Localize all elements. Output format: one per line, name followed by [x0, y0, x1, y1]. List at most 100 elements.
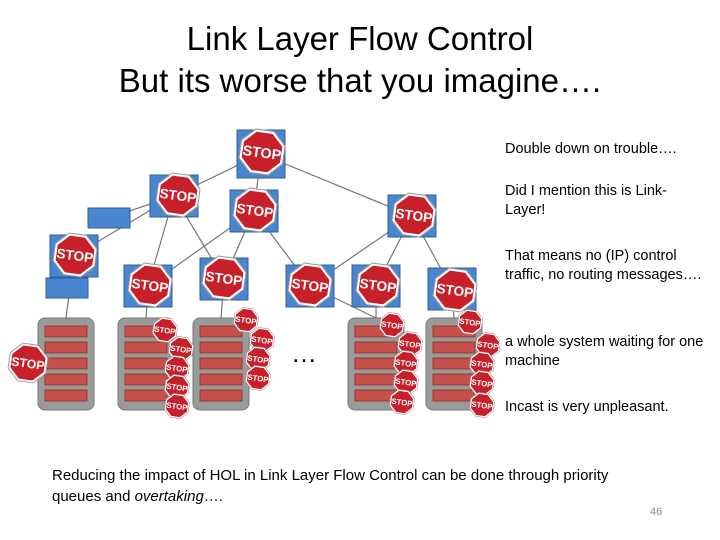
stop-sign-label: STOP: [395, 358, 417, 370]
stop-sign-icon: STOP: [163, 354, 191, 382]
stop-sign-icon: STOP: [50, 230, 100, 280]
stop-sign-icon: STOP: [248, 326, 276, 354]
stop-sign-label: STOP: [236, 201, 275, 221]
server-rack: [192, 317, 250, 411]
bullet-1: Double down on trouble….: [505, 141, 677, 157]
stop-sign-icon: STOP: [199, 253, 249, 303]
stop-sign-label: STOP: [166, 401, 188, 413]
stop-sign-label: STOP: [205, 269, 244, 289]
stop-sign-label: STOP: [395, 206, 434, 226]
stop-sign-label: STOP: [477, 340, 499, 352]
slide-title: Link Layer Flow Control But its worse th…: [0, 18, 720, 102]
server-unit: [354, 357, 398, 370]
stop-sign-icon: STOP: [396, 330, 424, 358]
server-unit: [124, 341, 168, 354]
server-rack: [347, 317, 405, 411]
bullet-2: Did I mention this is Link-Layer!: [505, 183, 667, 218]
stop-sign-label: STOP: [381, 320, 403, 332]
stop-sign-icon: STOP: [163, 392, 191, 420]
stop-sign-icon: STOP: [468, 369, 496, 397]
server-unit: [432, 341, 476, 354]
stop-sign-icon: STOP: [125, 260, 175, 310]
bullet-3: That means no (IP) control traffic, no r…: [505, 248, 702, 283]
server-unit: [354, 373, 398, 386]
footer-note: Reducing the impact of HOL in Link Layer…: [52, 465, 652, 507]
server-unit: [199, 341, 243, 354]
stop-sign-label: STOP: [436, 281, 475, 301]
server-rack: [37, 317, 95, 411]
server-unit: [44, 325, 88, 338]
server-unit: [432, 357, 476, 370]
server-unit: [199, 325, 243, 338]
stop-sign-label: STOP: [291, 276, 330, 296]
stop-sign-icon: STOP: [244, 364, 272, 392]
stop-sign-label: STOP: [391, 397, 413, 409]
stop-sign-label: STOP: [395, 377, 417, 389]
stop-sign-label: STOP: [247, 373, 269, 385]
server-unit: [432, 373, 476, 386]
server-unit: [432, 389, 476, 402]
bullet-5: Incast is very unpleasant.: [505, 399, 669, 415]
stop-sign-icon: STOP: [388, 388, 416, 416]
stop-sign-icon: STOP: [430, 265, 480, 315]
server-rack: [425, 317, 483, 411]
server-unit: [44, 341, 88, 354]
server-racks: [37, 317, 483, 411]
server-unit: [44, 357, 88, 370]
stop-sign-icon: STOP: [389, 190, 439, 240]
stop-sign-icon: STOP: [474, 331, 500, 359]
stop-sign-label: STOP: [235, 315, 257, 327]
stop-sign-icon: STOP: [468, 350, 496, 378]
stop-sign-label: STOP: [399, 339, 421, 351]
title-line-1: Link Layer Flow Control: [186, 20, 534, 57]
stop-sign-icon: STOP: [353, 260, 403, 310]
switch-box: [87, 207, 131, 229]
stop-sign-icon: STOP: [6, 341, 50, 385]
stop-sign-icon: STOP: [468, 391, 496, 419]
stop-sign-label: STOP: [251, 335, 273, 347]
stop-sign-label: STOP: [247, 354, 269, 366]
stop-sign-label: STOP: [159, 186, 198, 206]
stop-sign-label: STOP: [471, 359, 493, 371]
stop-sign-label: STOP: [170, 344, 192, 356]
stop-sign-label: STOP: [154, 325, 176, 337]
switch-box: [45, 277, 89, 299]
server-unit: [199, 389, 243, 402]
stop-sign-label: STOP: [242, 143, 283, 164]
more-racks-ellipsis: …: [291, 338, 317, 368]
stop-sign-icon: STOP: [456, 308, 484, 336]
stop-sign-icon: STOP: [163, 373, 191, 401]
server-unit: [124, 389, 168, 402]
server-unit: [124, 357, 168, 370]
stop-sign-label: STOP: [131, 276, 170, 296]
stop-sign-label: STOP: [166, 382, 188, 394]
server-unit: [44, 389, 88, 402]
server-unit: [354, 341, 398, 354]
stop-sign-label: STOP: [166, 363, 188, 375]
stop-sign-label: STOP: [10, 354, 45, 373]
stop-sign-icon: STOP: [153, 170, 203, 220]
stop-sign-label: STOP: [359, 276, 398, 296]
stop-sign-icon: STOP: [236, 126, 288, 178]
stop-sign-label: STOP: [56, 246, 95, 266]
stop-sign-icon: STOP: [232, 306, 260, 334]
stop-sign-icon: STOP: [244, 345, 272, 373]
footer-text-end: ….: [203, 488, 223, 505]
bullet-4: a whole system waiting for one machine: [505, 334, 704, 369]
server-unit: [124, 373, 168, 386]
stop-sign-icon: STOP: [392, 368, 420, 396]
stop-sign-icon: STOP: [378, 311, 406, 339]
server-unit: [199, 373, 243, 386]
network-link: [260, 153, 413, 217]
stop-sign-label: STOP: [471, 400, 493, 412]
stop-sign-icon: STOP: [392, 349, 420, 377]
footer-text: Reducing the impact of HOL in Link Layer…: [52, 467, 609, 505]
server-unit: [44, 373, 88, 386]
page-number: 46: [650, 506, 663, 518]
stop-sign-label: STOP: [459, 317, 481, 329]
title-line-2: But its worse that you imagine….: [118, 62, 602, 99]
stop-sign-icon: STOP: [285, 260, 335, 310]
stop-sign-icon: STOP: [167, 335, 195, 363]
stop-sign-icon: STOP: [230, 185, 280, 235]
